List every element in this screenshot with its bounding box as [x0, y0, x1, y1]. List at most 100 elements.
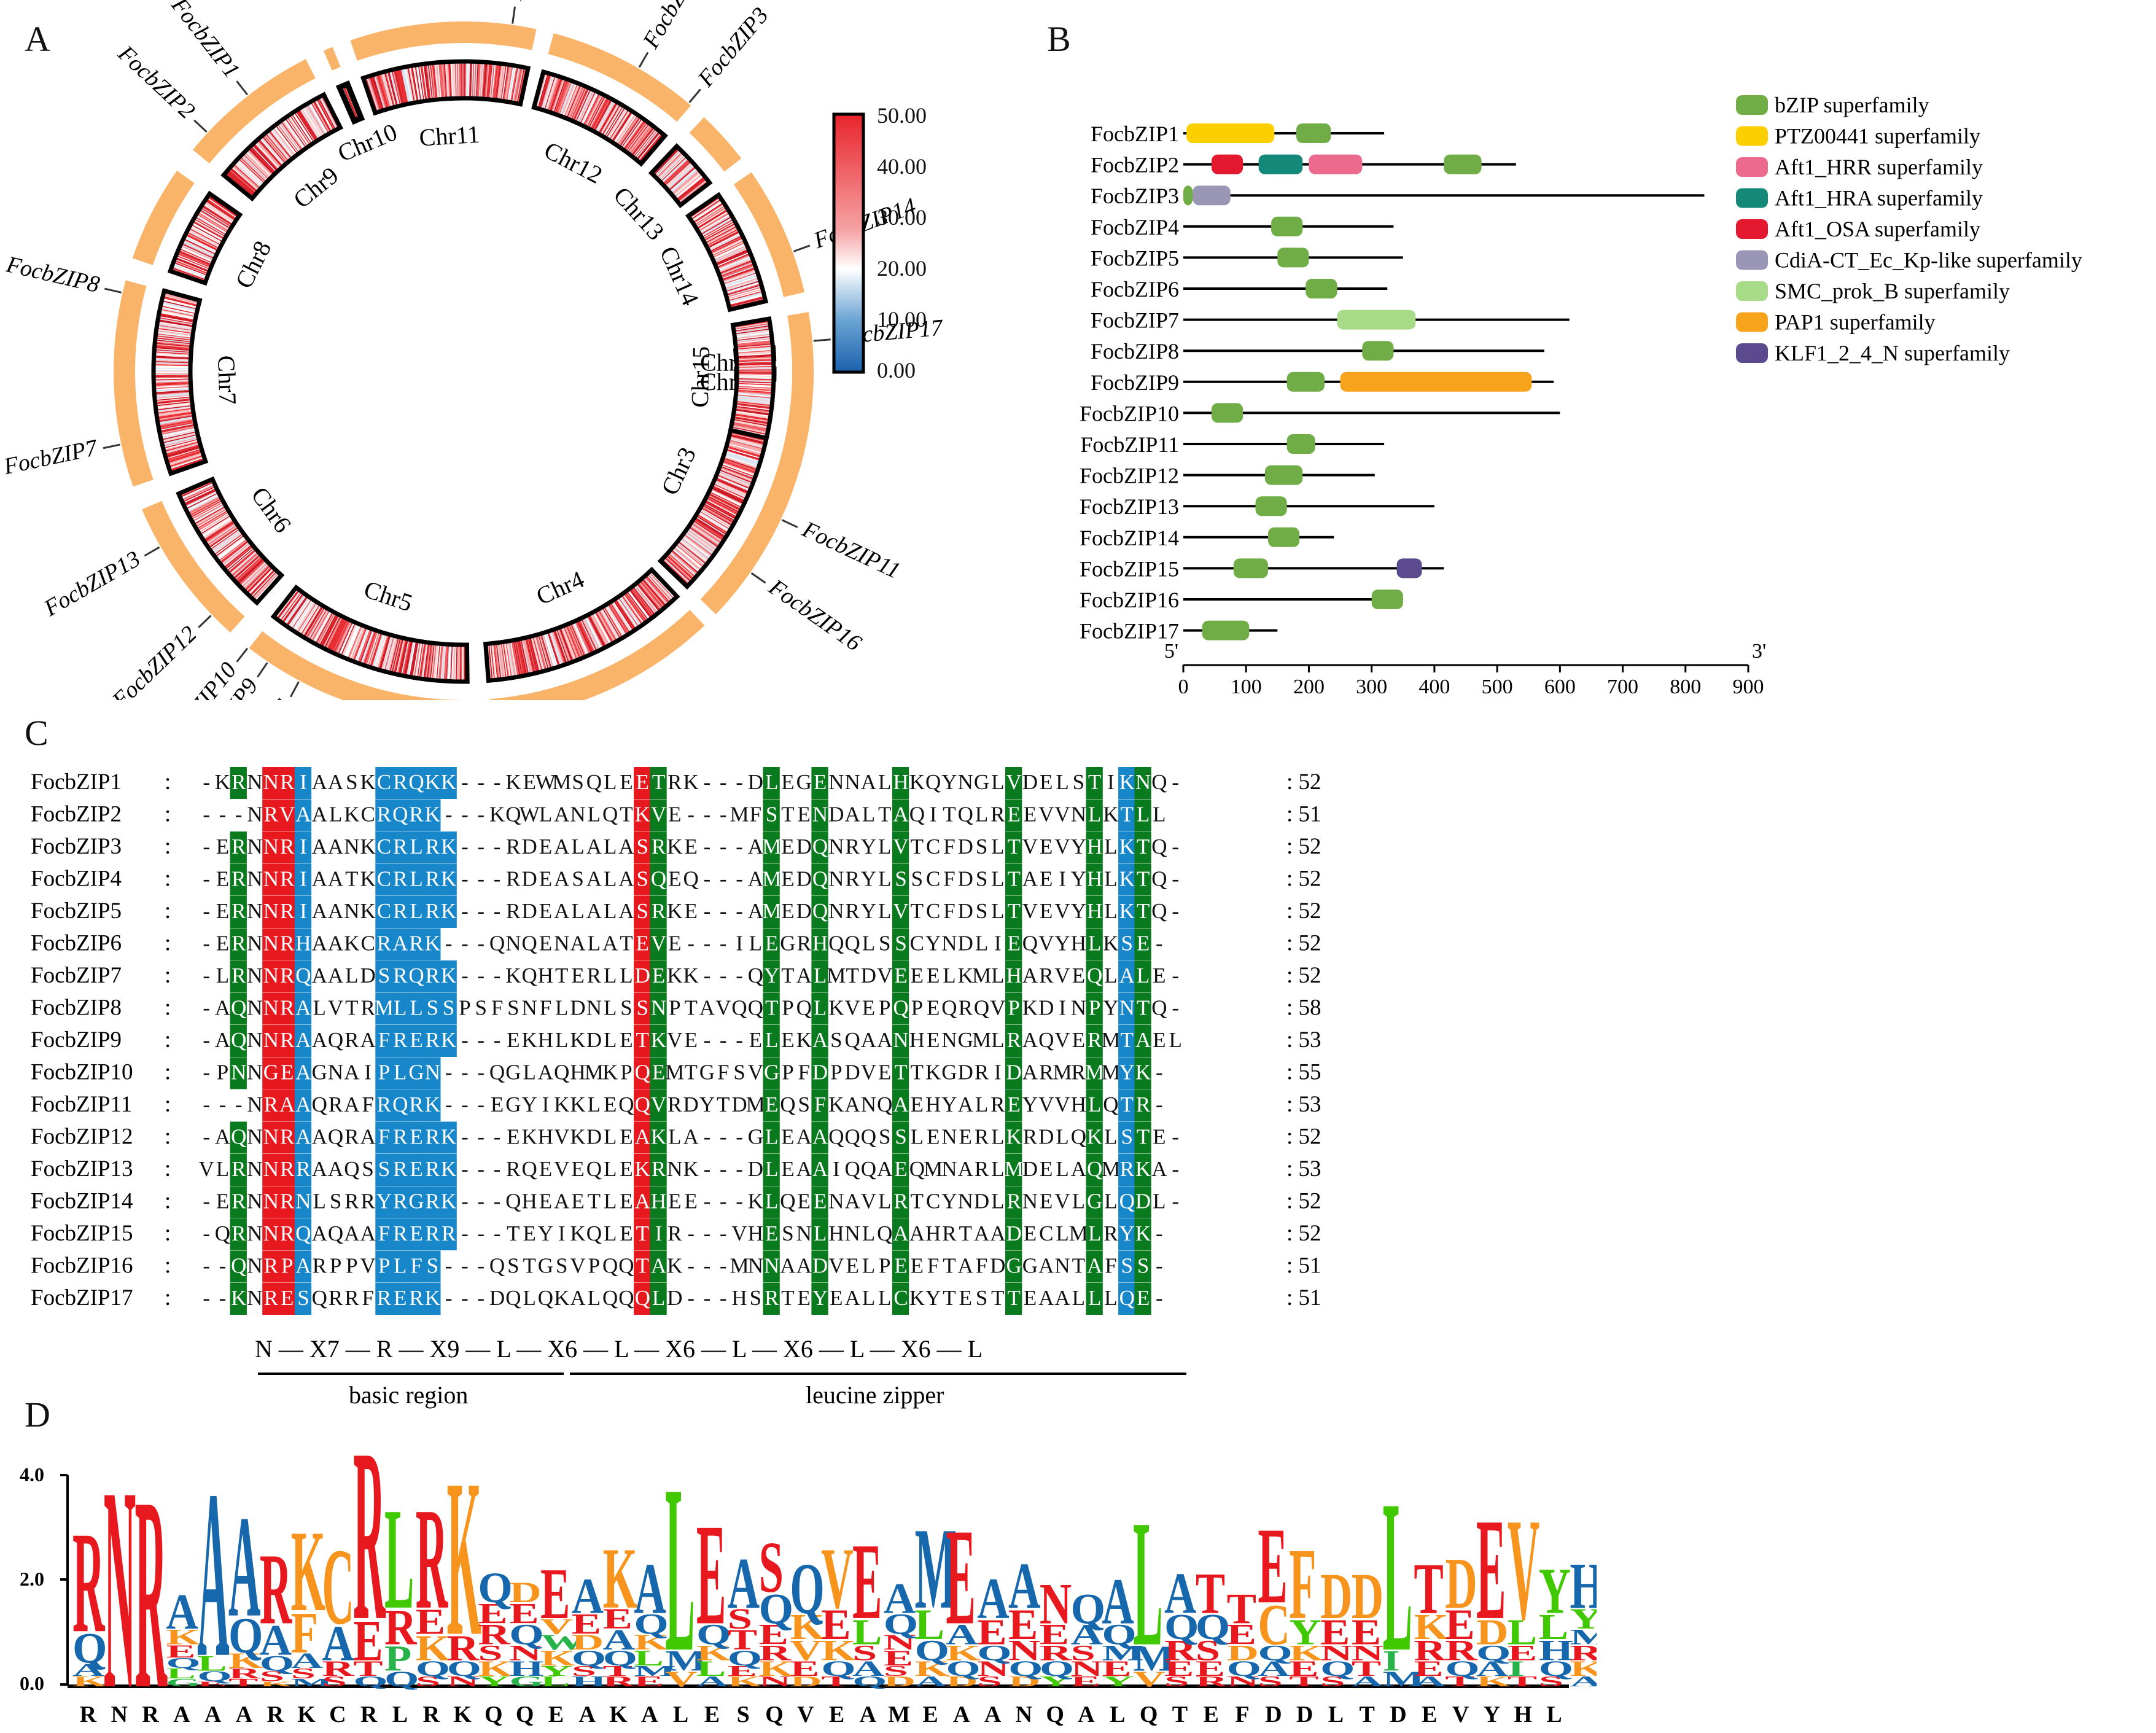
- logo-letter: E: [821, 1600, 850, 1649]
- svg-text:Q: Q: [893, 996, 908, 1020]
- svg-text:Q: Q: [780, 1092, 795, 1116]
- domain-box: [1258, 154, 1303, 174]
- svg-text:E: E: [1040, 1157, 1053, 1181]
- svg-text:D: D: [958, 932, 973, 956]
- svg-text:N: N: [861, 1092, 876, 1116]
- legend-swatch: [1736, 250, 1768, 270]
- logo-letter: A: [1071, 1619, 1103, 1651]
- sequence-name: FocbZIP7: [31, 963, 122, 988]
- svg-text:D: D: [812, 1254, 828, 1278]
- svg-text:D: D: [360, 964, 376, 987]
- svg-text:H: H: [1071, 932, 1086, 956]
- svg-text:-: -: [720, 932, 727, 956]
- logo-letter: E: [1320, 1613, 1350, 1653]
- svg-text:Q: Q: [1087, 1157, 1102, 1181]
- svg-text:L: L: [878, 899, 891, 923]
- svg-text:A: A: [295, 996, 311, 1020]
- svg-text::: :: [165, 995, 171, 1021]
- svg-text:G: G: [1087, 1190, 1102, 1213]
- logo-letter: H: [1539, 1634, 1573, 1667]
- domain-box: [1371, 590, 1403, 609]
- svg-text:N: N: [764, 1254, 779, 1278]
- svg-text:N: N: [247, 899, 262, 923]
- svg-text:A: A: [877, 1157, 893, 1181]
- legend-label: CdiA-CT_Ec_Kp-like superfamily: [1775, 248, 2082, 273]
- logo-letter: D: [1476, 1613, 1508, 1653]
- svg-text:N: N: [344, 835, 359, 859]
- svg-text:G: G: [263, 1061, 279, 1085]
- svg-text:Y: Y: [522, 1092, 537, 1116]
- svg-text:A: A: [796, 1125, 812, 1149]
- chromosome-label: Chr4: [532, 565, 588, 610]
- svg-text:A: A: [312, 803, 328, 827]
- svg-text:A: A: [312, 1125, 328, 1149]
- svg-text:Q: Q: [748, 964, 763, 987]
- svg-text:S: S: [1137, 1254, 1149, 1278]
- logo-letter: Q: [72, 1624, 107, 1672]
- svg-text:H: H: [893, 770, 908, 794]
- svg-text:-: -: [720, 1221, 727, 1245]
- svg-text:R: R: [393, 1157, 408, 1181]
- svg-text:N: N: [247, 1125, 262, 1149]
- logo-letter: A: [322, 1614, 354, 1672]
- svg-text:C: C: [893, 1286, 908, 1310]
- svg-text:T: T: [1007, 835, 1020, 859]
- svg-text:K: K: [1087, 1125, 1102, 1149]
- svg-text:I: I: [833, 1157, 840, 1181]
- svg-text:R: R: [959, 996, 973, 1020]
- svg-text:A: A: [877, 1028, 893, 1052]
- svg-text:-: -: [704, 803, 711, 827]
- svg-text:G: G: [1022, 1254, 1038, 1278]
- svg-text:H: H: [925, 1092, 941, 1116]
- logo-letter: T: [821, 1673, 850, 1689]
- svg-text:Q: Q: [635, 1092, 650, 1116]
- svg-text:-: -: [736, 1157, 743, 1181]
- svg-text:E: E: [1007, 932, 1020, 956]
- logo-letter: R: [353, 1412, 386, 1672]
- svg-text:R: R: [280, 932, 295, 956]
- svg-text:A: A: [328, 964, 344, 987]
- gene-label: FocbZIP7: [1, 435, 101, 480]
- logo-letter: L: [197, 1651, 227, 1675]
- svg-text:P: P: [782, 996, 793, 1020]
- svg-text::: :: [165, 1253, 171, 1279]
- svg-text:-: -: [477, 1061, 485, 1085]
- svg-text:Y: Y: [925, 1286, 941, 1310]
- svg-text:E: E: [1040, 867, 1053, 891]
- logo-letter: N: [1320, 1641, 1352, 1665]
- svg-text:Q: Q: [845, 932, 860, 956]
- svg-text:L: L: [410, 899, 422, 923]
- sequence-name: FocbZIP8: [31, 995, 122, 1021]
- svg-text:T: T: [959, 1221, 972, 1245]
- svg-text:-: -: [477, 1092, 485, 1116]
- sequence-name: FocbZIP13: [31, 1156, 133, 1182]
- protein-label: FocbZIP8: [1091, 339, 1179, 364]
- logo-letter: N: [977, 1657, 1009, 1681]
- svg-text:L: L: [1104, 1190, 1117, 1213]
- svg-text:N: N: [247, 835, 262, 859]
- svg-text:R: R: [329, 1092, 343, 1116]
- position-label: Q: [765, 1702, 784, 1727]
- svg-text:-: -: [203, 803, 210, 827]
- logo-letter: E: [1164, 1657, 1194, 1681]
- svg-text:V: V: [1054, 1028, 1070, 1052]
- svg-text:R: R: [264, 1286, 279, 1310]
- svg-text:S: S: [766, 803, 777, 827]
- chromosome-chr9: [220, 92, 344, 202]
- domain-box: [1268, 527, 1300, 547]
- svg-text:R: R: [652, 835, 666, 859]
- svg-text:-: -: [461, 770, 469, 794]
- svg-text:R: R: [344, 1125, 359, 1149]
- position-label: A: [860, 1702, 877, 1727]
- svg-text:R: R: [1120, 1157, 1135, 1181]
- svg-text:Q: Q: [1151, 996, 1167, 1020]
- svg-text:E: E: [798, 1190, 811, 1213]
- logo-letter: A: [291, 1649, 323, 1673]
- protein-label: FocbZIP6: [1091, 277, 1179, 302]
